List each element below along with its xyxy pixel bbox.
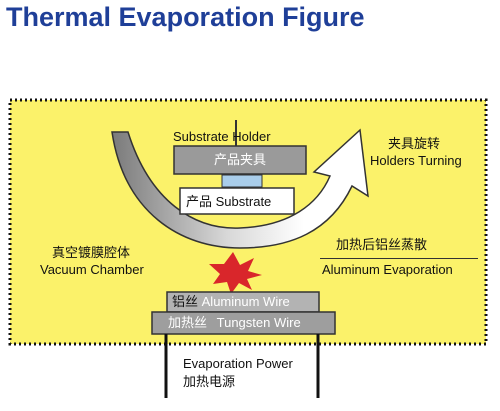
substrate-en-label: Substrate [215,194,272,209]
holders-turning-cn-label: 夹具旋转 [388,136,441,151]
evaporation-power-cn-label: 加热电源 [183,374,236,389]
page-title: Thermal Evaporation Figure [6,2,365,32]
substrate-holder [173,145,307,175]
holders-turning-en-label: Holders Turning [370,153,462,168]
evaporation-power-en-label: Evaporation Power [183,356,293,371]
aluminum-wire-cn-label: 铝丝 [172,294,199,309]
substrate-holder-label: Substrate Holder [173,129,271,144]
tungsten-wire [151,311,336,335]
evaporation-spark-icon [209,252,262,294]
vacuum-chamber-cn-label: 真空镀膜腔体 [52,245,131,260]
substrate-holder-cn-label: 产品夹具 [213,152,266,167]
substrate [179,187,295,215]
vacuum-chamber-en-label: Vacuum Chamber [40,262,144,277]
aluminum-wire-label: 铝丝 Aluminum Wire [172,294,290,310]
tungsten-wire-cn-label: 加热丝 [168,315,208,330]
substrate-cn-label: 产品 [186,194,213,209]
substrate-label: 产品 Substrate [186,194,271,210]
tungsten-wire-label: 加热丝 Tungsten Wire [168,315,301,331]
al-evaporation-underline [320,258,478,259]
tungsten-wire-en-label: Tungsten Wire [216,315,301,330]
al-evaporation-en-label: Aluminum Evaporation [322,262,453,277]
substrate-coating-layer [221,174,263,188]
aluminum-wire-en-label: Aluminum Wire [201,294,290,309]
holders-turning-arrow [111,128,369,249]
al-evaporation-cn-label: 加热后铝丝蒸散 [336,237,428,252]
